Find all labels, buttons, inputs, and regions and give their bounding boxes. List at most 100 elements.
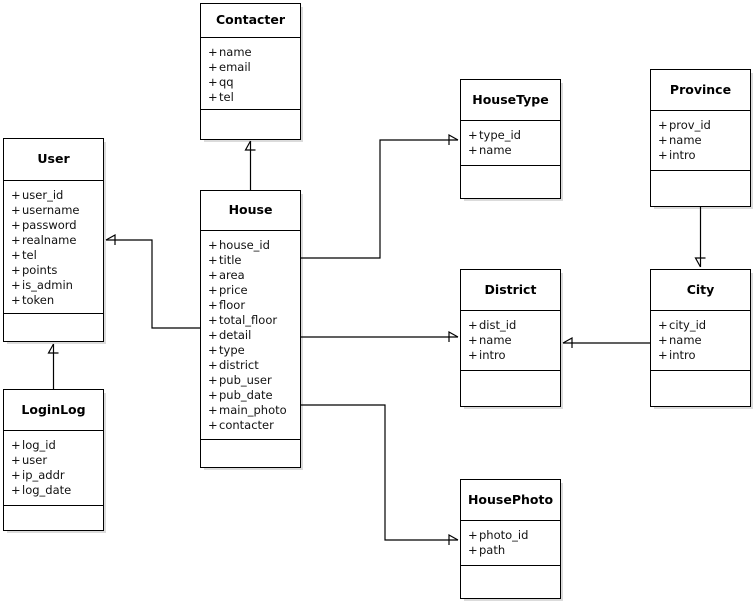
visibility-marker: + — [208, 45, 218, 59]
arrowhead-loginlog-to-user — [47, 343, 59, 354]
uml-attribute: +intro — [468, 348, 554, 363]
uml-attribute: +area — [208, 268, 294, 283]
attribute-name: photo_id — [479, 528, 529, 542]
visibility-marker: + — [208, 403, 218, 417]
uml-attribute: +district — [208, 358, 294, 373]
uml-class-contacter[interactable]: Contacter+name+email+qq+tel — [200, 3, 301, 140]
arrowhead-house-to-contacter — [244, 140, 256, 151]
attribute-name: name — [219, 45, 252, 59]
attribute-name: type_id — [479, 128, 521, 142]
visibility-marker: + — [658, 148, 668, 162]
visibility-marker: + — [208, 343, 218, 357]
attribute-name: user — [22, 453, 48, 467]
visibility-marker: + — [11, 483, 21, 497]
visibility-marker: + — [11, 453, 21, 467]
visibility-marker: + — [468, 348, 478, 362]
uml-attribute: +city_id — [658, 318, 744, 333]
visibility-marker: + — [11, 218, 21, 232]
uml-class-housetype[interactable]: HouseType+type_id+name — [460, 79, 561, 199]
uml-class-house[interactable]: House+house_id+title+area+price+floor+to… — [200, 190, 301, 468]
visibility-marker: + — [208, 373, 218, 387]
uml-attribute: +name — [468, 333, 554, 348]
association-house-to-housetype — [301, 139, 458, 259]
visibility-marker: + — [11, 263, 21, 277]
uml-attribute: +user_id — [11, 188, 97, 203]
uml-attribute: +pub_date — [208, 388, 294, 403]
attribute-name: main_photo — [219, 403, 287, 417]
uml-class-province[interactable]: Province+prov_id+name+intro — [650, 69, 751, 207]
attribute-name: intro — [669, 348, 696, 362]
uml-class-operations — [461, 166, 560, 198]
uml-class-title: Contacter — [201, 4, 300, 38]
attribute-name: area — [219, 268, 245, 282]
uml-class-attributes: +city_id+name+intro — [651, 311, 750, 371]
attribute-name: prov_id — [669, 118, 711, 132]
association-house-to-user — [106, 239, 200, 329]
uml-class-attributes: +name+email+qq+tel — [201, 38, 300, 110]
uml-attribute: +intro — [658, 148, 744, 163]
attribute-name: token — [22, 293, 55, 307]
uml-attribute: +log_date — [11, 483, 97, 498]
uml-attribute: +realname — [11, 233, 97, 248]
uml-class-operations — [461, 566, 560, 598]
uml-class-district[interactable]: District+dist_id+name+intro — [460, 269, 561, 407]
uml-class-title: LoginLog — [4, 390, 103, 431]
visibility-marker: + — [468, 143, 478, 157]
visibility-marker: + — [208, 268, 218, 282]
uml-attribute: +tel — [11, 248, 97, 263]
uml-attribute: +name — [208, 45, 294, 60]
visibility-marker: + — [11, 248, 21, 262]
uml-attribute: +title — [208, 253, 294, 268]
visibility-marker: + — [468, 333, 478, 347]
visibility-marker: + — [658, 118, 668, 132]
attribute-name: ip_addr — [22, 468, 65, 482]
attribute-name: user_id — [22, 188, 64, 202]
arrowhead-house-to-housephoto — [448, 533, 459, 545]
uml-attribute: +floor — [208, 298, 294, 313]
visibility-marker: + — [208, 298, 218, 312]
visibility-marker: + — [208, 388, 218, 402]
attribute-name: password — [22, 218, 77, 232]
visibility-marker: + — [11, 233, 21, 247]
visibility-marker: + — [658, 318, 668, 332]
attribute-name: points — [22, 263, 58, 277]
arrowhead-city-to-district — [562, 336, 573, 348]
attribute-name: name — [479, 143, 512, 157]
uml-attribute: +tel — [208, 90, 294, 105]
uml-attribute: +name — [468, 143, 554, 158]
uml-class-attributes: +log_id+user+ip_addr+log_date — [4, 431, 103, 506]
attribute-name: detail — [219, 328, 252, 342]
visibility-marker: + — [658, 333, 668, 347]
visibility-marker: + — [658, 133, 668, 147]
uml-class-user[interactable]: User+user_id+username+password+realname+… — [3, 138, 104, 342]
uml-class-attributes: +user_id+username+password+realname+tel+… — [4, 181, 103, 314]
uml-class-city[interactable]: City+city_id+name+intro — [650, 269, 751, 407]
attribute-name: dist_id — [479, 318, 517, 332]
visibility-marker: + — [208, 253, 218, 267]
uml-class-attributes: +photo_id+path — [461, 521, 560, 566]
attribute-name: name — [479, 333, 512, 347]
uml-class-title: House — [201, 191, 300, 231]
attribute-name: log_date — [22, 483, 72, 497]
uml-attribute: +qq — [208, 75, 294, 90]
arrowhead-house-to-housetype — [448, 133, 459, 145]
visibility-marker: + — [11, 203, 21, 217]
visibility-marker: + — [11, 468, 21, 482]
uml-class-attributes: +house_id+title+area+price+floor+total_f… — [201, 231, 300, 440]
uml-class-loginlog[interactable]: LoginLog+log_id+user+ip_addr+log_date — [3, 389, 104, 531]
uml-attribute: +pub_user — [208, 373, 294, 388]
uml-attribute: +log_id — [11, 438, 97, 453]
uml-attribute: +username — [11, 203, 97, 218]
visibility-marker: + — [468, 543, 478, 557]
uml-attribute: +is_admin — [11, 278, 97, 293]
uml-attribute: +main_photo — [208, 403, 294, 418]
attribute-name: intro — [479, 348, 506, 362]
uml-attribute: +path — [468, 543, 554, 558]
uml-class-housephoto[interactable]: HousePhoto+photo_id+path — [460, 479, 561, 599]
uml-attribute: +house_id — [208, 238, 294, 253]
attribute-name: name — [669, 333, 702, 347]
attribute-name: district — [219, 358, 259, 372]
uml-attribute: +points — [11, 263, 97, 278]
